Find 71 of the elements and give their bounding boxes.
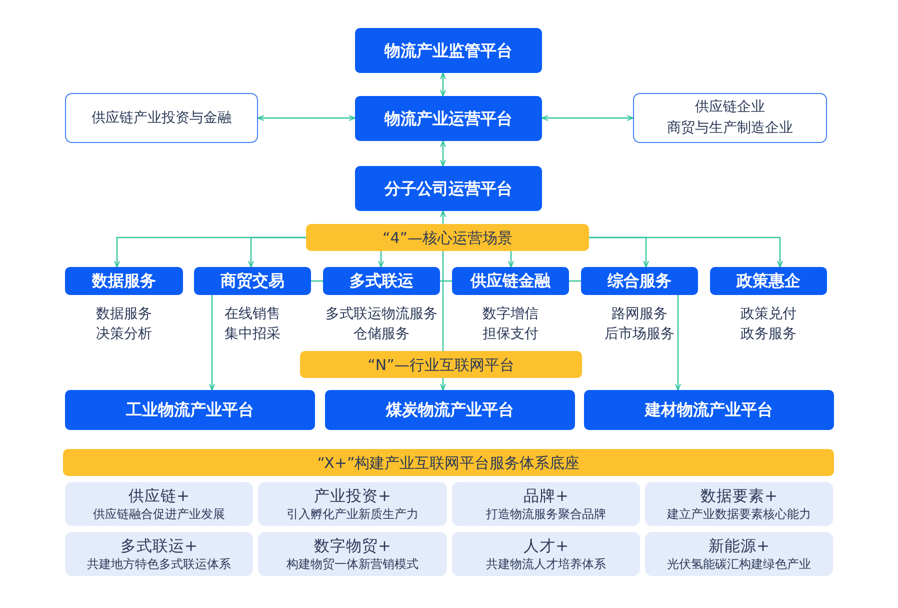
arrow xyxy=(589,236,783,268)
industry-platform-box: 煤炭物流产业平台 xyxy=(325,390,575,430)
foundation-card xyxy=(65,532,253,576)
section-banner: “4”—核心运营场景 xyxy=(306,224,589,251)
platform-box: 分子公司运营平台 xyxy=(355,166,542,211)
service-box: 供应链金融 xyxy=(452,267,569,295)
service-item: 政策兑付 xyxy=(740,305,796,323)
card-title: 产业投资+ xyxy=(314,486,391,506)
arrow xyxy=(378,251,384,268)
card-title: 人才+ xyxy=(524,536,568,556)
card-description: 光伏氢能碳汇构建绿色产业 xyxy=(667,556,811,572)
card-description: 建立产业数据要素核心能力 xyxy=(667,506,811,522)
service-item: 政务服务 xyxy=(740,325,796,343)
arrow xyxy=(508,251,514,268)
service-item: 仓储服务 xyxy=(354,325,410,343)
foundation-card xyxy=(65,482,253,526)
service-item: 在线销售 xyxy=(224,305,280,323)
platform-box: 物流产业监管平台 xyxy=(355,28,542,73)
service-item: 多式联运物流服务 xyxy=(326,305,438,323)
card-description: 共建地方特色多式联运体系 xyxy=(87,556,231,572)
service-box: 数据服务 xyxy=(65,267,183,295)
industry-platform-box: 建材物流产业平台 xyxy=(584,390,834,430)
connector-line xyxy=(311,280,323,282)
platform-box: 物流产业运营平台 xyxy=(355,96,542,141)
service-box: 政策惠企 xyxy=(710,267,827,295)
service-item: 数字增信 xyxy=(482,305,538,323)
industry-platform-box: 工业物流产业平台 xyxy=(65,390,315,430)
card-title: 新能源+ xyxy=(708,536,770,556)
card-description: 引入孵化产业新质生产力 xyxy=(286,506,418,522)
arrow xyxy=(440,378,446,391)
section-banner: “X+”构建产业互联网平台服务体系底座 xyxy=(63,449,834,476)
service-item: 路网服务 xyxy=(612,305,668,323)
entity-label: 供应链企业 xyxy=(695,98,765,117)
card-title: 品牌+ xyxy=(524,486,568,506)
card-description: 打造物流服务聚合品牌 xyxy=(486,506,606,522)
service-item: 后市场服务 xyxy=(604,325,674,343)
service-item: 担保支付 xyxy=(482,325,538,343)
card-description: 共建物流人才培养体系 xyxy=(486,556,606,572)
arrow xyxy=(440,140,446,167)
partner-box xyxy=(633,93,827,143)
card-description: 构建物贸一体新营销模式 xyxy=(286,556,418,572)
foundation-card xyxy=(645,532,833,576)
foundation-card xyxy=(645,482,833,526)
section-banner: “N”—行业互联网平台 xyxy=(300,351,582,378)
entity-label: 商贸与生产制造企业 xyxy=(667,119,793,138)
service-box: 商贸交易 xyxy=(194,267,311,295)
foundation-card xyxy=(452,482,640,526)
arrow xyxy=(440,72,446,97)
service-box: 多式联运 xyxy=(323,267,440,295)
arrow xyxy=(440,210,446,224)
connector-line xyxy=(569,280,581,282)
arrow xyxy=(209,295,215,391)
arrow xyxy=(248,236,306,268)
card-title: 数字物贸+ xyxy=(314,536,391,556)
partner-box: 供应链产业投资与金融 xyxy=(65,93,258,143)
arrow xyxy=(675,295,681,391)
card-description: 供应链融合促进产业发展 xyxy=(93,506,225,522)
card-title: 供应链+ xyxy=(128,486,190,506)
service-box: 综合服务 xyxy=(581,267,698,295)
foundation-card xyxy=(452,532,640,576)
service-item: 集中招采 xyxy=(224,325,280,343)
arrow xyxy=(257,115,356,121)
connector-line xyxy=(440,280,452,282)
arrow xyxy=(541,115,634,121)
connector-line xyxy=(442,251,444,351)
service-item: 决策分析 xyxy=(96,325,152,343)
foundation-card xyxy=(258,482,447,526)
card-title: 多式联运+ xyxy=(120,536,198,556)
foundation-card xyxy=(258,532,447,576)
card-title: 数据要素+ xyxy=(700,486,778,506)
service-item: 数据服务 xyxy=(96,305,152,323)
